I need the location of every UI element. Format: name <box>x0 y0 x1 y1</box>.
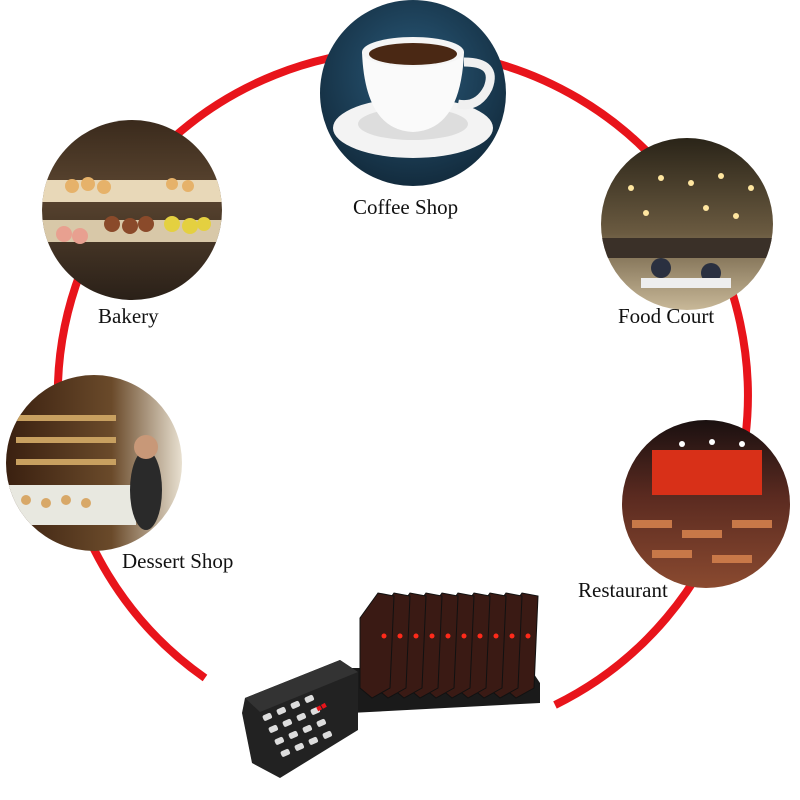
pager-light <box>493 633 499 639</box>
keypad-key <box>280 748 291 757</box>
food-court-photo <box>601 138 773 310</box>
keypad-key <box>262 712 273 721</box>
food-court-label: Food Court <box>618 304 715 328</box>
coffee-shop-label: Coffee Shop <box>353 195 459 219</box>
svg-text:■■: ■■ <box>314 700 328 714</box>
bakery-label: Bakery <box>98 304 159 328</box>
keypad-key <box>310 706 321 715</box>
keypad-key <box>322 730 333 739</box>
bakery-photo <box>42 120 222 300</box>
pager-light <box>445 633 451 639</box>
pager-light <box>381 633 387 639</box>
keypad-key <box>294 742 305 751</box>
pager <box>359 592 395 699</box>
keypad-key <box>282 718 293 727</box>
keypad-key <box>274 736 285 745</box>
pager-light <box>397 633 403 639</box>
pager-light <box>525 633 531 639</box>
keypad-key <box>304 694 315 703</box>
keypad-key <box>308 736 319 745</box>
restaurant-label: Restaurant <box>578 578 668 602</box>
pager-light <box>477 633 483 639</box>
keypad-key <box>268 724 279 733</box>
keypad-key <box>316 718 327 727</box>
keypad-key <box>290 700 301 709</box>
keypad-key <box>296 712 307 721</box>
dessert-shop-label: Dessert Shop <box>122 549 234 573</box>
pager-light <box>509 633 515 639</box>
dessert-shop-photo <box>6 375 182 551</box>
pager-light <box>413 633 419 639</box>
keypad-key <box>302 724 313 733</box>
keypad-key <box>276 706 287 715</box>
pager-light <box>429 633 435 639</box>
pager-system-device: ■■ <box>242 592 540 778</box>
pager-light <box>461 633 467 639</box>
pagers <box>359 592 539 699</box>
restaurant-photo <box>622 420 790 588</box>
coffee-shop-photo <box>320 0 506 186</box>
keypad-key <box>288 730 299 739</box>
